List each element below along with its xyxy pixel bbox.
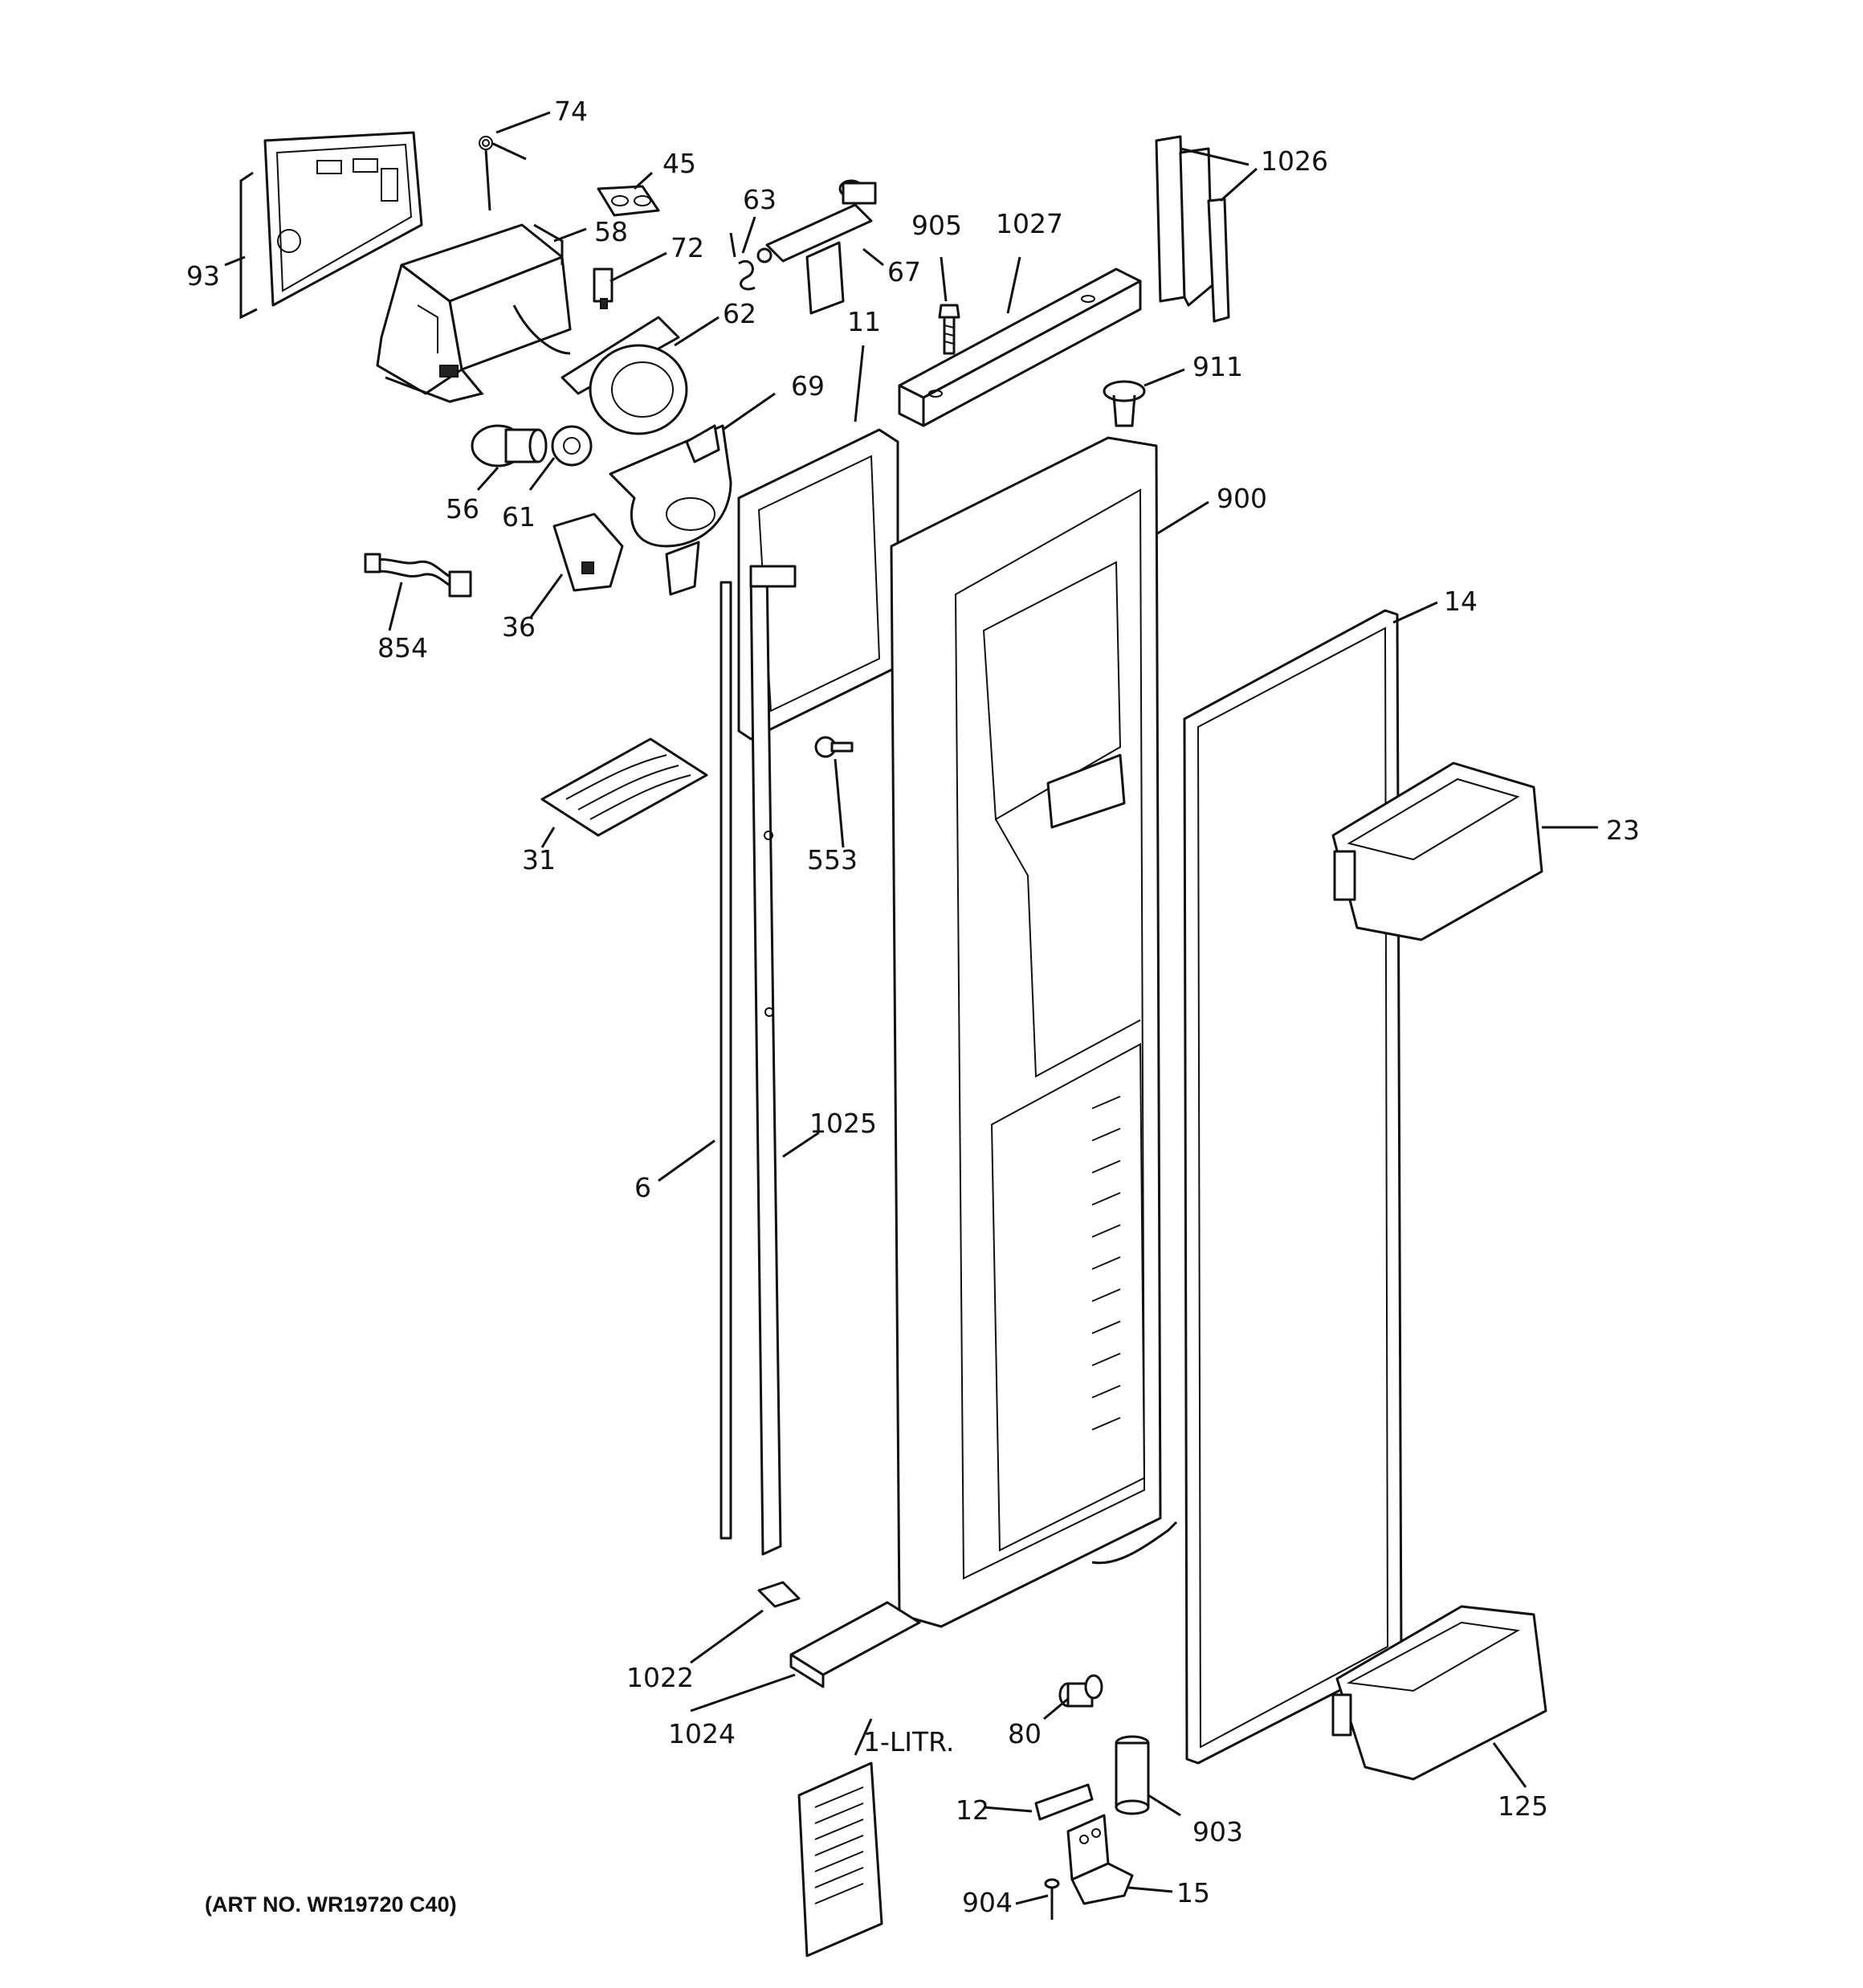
leader-lines xyxy=(224,111,1598,1905)
label-905: 905 xyxy=(911,210,962,241)
label-56: 56 xyxy=(446,493,479,525)
part-80-cap xyxy=(1058,1674,1103,1708)
part-56-motor xyxy=(471,424,548,467)
part-93-control-board xyxy=(239,131,423,320)
label-1022: 1022 xyxy=(626,1662,694,1693)
part-31-grille xyxy=(540,737,708,837)
part-62-ring xyxy=(561,316,688,435)
part-1027-top-cap xyxy=(898,267,1142,427)
label-69: 69 xyxy=(791,370,825,402)
part-61-gear xyxy=(551,425,593,467)
label-11: 11 xyxy=(847,306,881,337)
part-15-hinge xyxy=(1066,1814,1134,1905)
part-903-pin xyxy=(1115,1735,1150,1815)
label-125: 125 xyxy=(1498,1790,1548,1822)
label-904: 904 xyxy=(962,1887,1013,1918)
label-900: 900 xyxy=(1217,483,1267,514)
part-58-dispenser-housing xyxy=(376,223,572,403)
art-number: (ART NO. WR19720 C40) xyxy=(205,1892,457,1917)
part-63-spring xyxy=(729,232,756,291)
part-1026-trim xyxy=(1155,135,1230,323)
part-literature xyxy=(797,1761,883,1957)
part-911-bushing xyxy=(1103,380,1146,427)
part-6-rod xyxy=(720,581,732,1540)
label-74: 74 xyxy=(554,96,588,127)
label-12: 12 xyxy=(956,1794,989,1826)
part-72-switch xyxy=(593,267,614,309)
part-904-screw xyxy=(1044,1878,1060,1920)
label-1026: 1026 xyxy=(1261,145,1328,177)
label-553: 553 xyxy=(807,844,858,876)
door-shelf-clips xyxy=(1091,1096,1121,1431)
label-911: 911 xyxy=(1192,351,1243,382)
label-15: 15 xyxy=(1176,1877,1210,1908)
label-23: 23 xyxy=(1606,814,1640,846)
part-74-spring xyxy=(479,136,527,211)
part-67-lever xyxy=(756,179,877,315)
label-72: 72 xyxy=(671,232,704,263)
part-900-door xyxy=(890,436,1178,1628)
part-905-bolt xyxy=(938,304,960,355)
part-1025-strip xyxy=(749,565,797,1556)
label-61: 61 xyxy=(502,501,536,533)
part-45-bracket xyxy=(597,185,660,217)
label-31: 31 xyxy=(522,844,556,876)
part-number-labels: 74 45 63 93 58 72 67 905 1027 1026 62 11… xyxy=(186,96,1640,1918)
label-36: 36 xyxy=(502,611,536,643)
part-125-bin xyxy=(1331,1605,1547,1781)
label-80: 80 xyxy=(1008,1718,1042,1749)
label-903: 903 xyxy=(1192,1816,1243,1847)
label-93: 93 xyxy=(186,260,220,292)
part-553-stud xyxy=(814,736,854,758)
part-69-chute xyxy=(609,424,732,596)
part-854-harness xyxy=(364,553,472,598)
label-1litr: 1-LITR. xyxy=(863,1726,954,1757)
part-14-gasket xyxy=(1183,609,1403,1765)
part-36-solenoid xyxy=(552,512,624,592)
label-1024: 1024 xyxy=(668,1718,736,1749)
part-12-plate xyxy=(1034,1783,1094,1821)
part-23-bin xyxy=(1331,761,1543,941)
part-1022-clip xyxy=(757,1581,801,1608)
label-62: 62 xyxy=(723,298,756,329)
label-45: 45 xyxy=(662,148,696,179)
part-1024-plate xyxy=(789,1601,921,1688)
label-67: 67 xyxy=(887,256,921,288)
label-58: 58 xyxy=(594,216,628,247)
label-14: 14 xyxy=(1444,586,1478,617)
label-1025: 1025 xyxy=(809,1108,877,1139)
label-6: 6 xyxy=(634,1172,651,1203)
label-854: 854 xyxy=(377,632,428,663)
label-1027: 1027 xyxy=(996,208,1063,239)
label-63: 63 xyxy=(743,184,777,215)
